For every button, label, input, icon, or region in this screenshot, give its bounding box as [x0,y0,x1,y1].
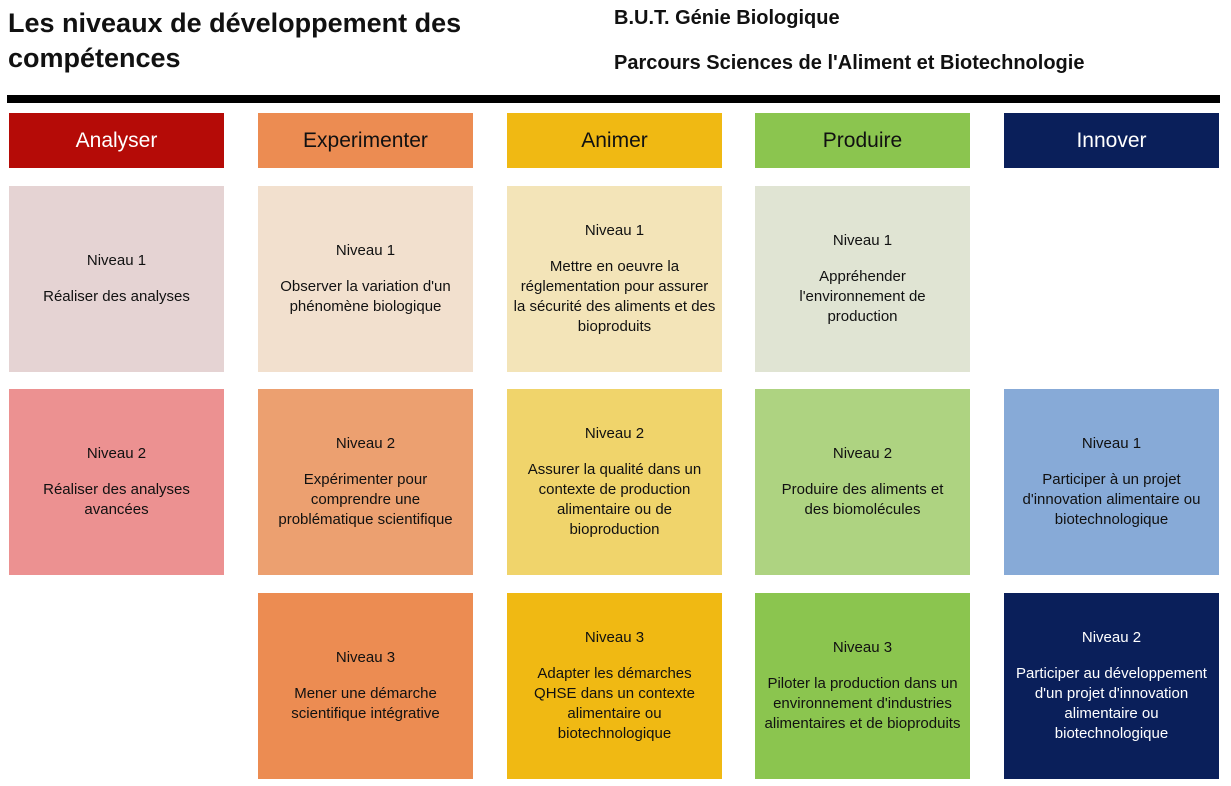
column-header-experimenter: Experimenter [258,113,473,168]
experimenter-level-3: Niveau 3 Mener une démarche scientifique… [258,593,473,779]
innover-level-1: Niveau 1 Participer à un projet d'innova… [1004,389,1219,575]
level-label: Niveau 3 [584,629,645,646]
level-description: Appréhender l'environnement de productio… [799,268,926,325]
level-label: Niveau 2 [584,425,645,442]
level-label: Niveau 1 [832,232,893,249]
level-label: Niveau 2 [86,445,147,462]
animer-level-2: Niveau 2 Assurer la qualité dans un cont… [507,389,722,575]
level-description: Réaliser des analyses avancées [43,481,190,518]
experimenter-level-1: Niveau 1 Observer la variation d'un phén… [258,186,473,372]
level-label: Niveau 1 [335,242,396,259]
animer-level-3: Niveau 3 Adapter les démarches QHSE dans… [507,593,722,779]
experimenter-level-2: Niveau 2 Expérimenter pour comprendre un… [258,389,473,575]
level-description: Réaliser des analyses [43,288,190,305]
page-title: Les niveaux de développement des compéte… [8,8,462,73]
column-header-produire: Produire [755,113,970,168]
level-description: Expérimenter pour comprendre une problém… [278,471,453,528]
level-label: Niveau 3 [832,639,893,656]
level-label: Niveau 2 [1081,629,1142,646]
produire-level-1: Niveau 1 Appréhender l'environnement de … [755,186,970,372]
track-title: Parcours Sciences de l'Aliment et Biotec… [614,52,1085,74]
level-label: Niveau 1 [1081,435,1142,452]
level-description: Piloter la production dans un environnem… [764,675,961,732]
column-header-animer: Animer [507,113,722,168]
level-label: Niveau 3 [335,649,396,666]
level-description: Observer la variation d'un phénomène bio… [280,278,451,315]
level-description: Participer à un projet d'innovation alim… [1022,471,1201,528]
level-description: Participer au développement d'un projet … [1016,665,1207,742]
level-label: Niveau 1 [584,222,645,239]
level-description: Produire des aliments et des biomolécule… [781,481,944,518]
level-label: Niveau 2 [335,435,396,452]
animer-level-1: Niveau 1 Mettre en oeuvre la réglementat… [507,186,722,372]
level-description: Assurer la qualité dans un contexte de p… [527,461,702,538]
innover-level-2: Niveau 2 Participer au développement d'u… [1004,593,1219,779]
degree-title: B.U.T. Génie Biologique [614,7,840,29]
produire-level-3: Niveau 3 Piloter la production dans un e… [755,593,970,779]
level-label: Niveau 1 [86,252,147,269]
analyser-level-2: Niveau 2 Réaliser des analyses avancées [9,389,224,575]
analyser-level-1: Niveau 1 Réaliser des analyses [9,186,224,372]
column-header-innover: Innover [1004,113,1219,168]
level-description: Mettre en oeuvre la réglementation pour … [513,258,716,335]
level-label: Niveau 2 [832,445,893,462]
produire-level-2: Niveau 2 Produire des aliments et des bi… [755,389,970,575]
level-description: Adapter les démarches QHSE dans un conte… [534,665,695,742]
header-divider [7,95,1220,103]
level-description: Mener une démarche scientifique intégrat… [291,685,440,722]
column-header-analyser: Analyser [9,113,224,168]
